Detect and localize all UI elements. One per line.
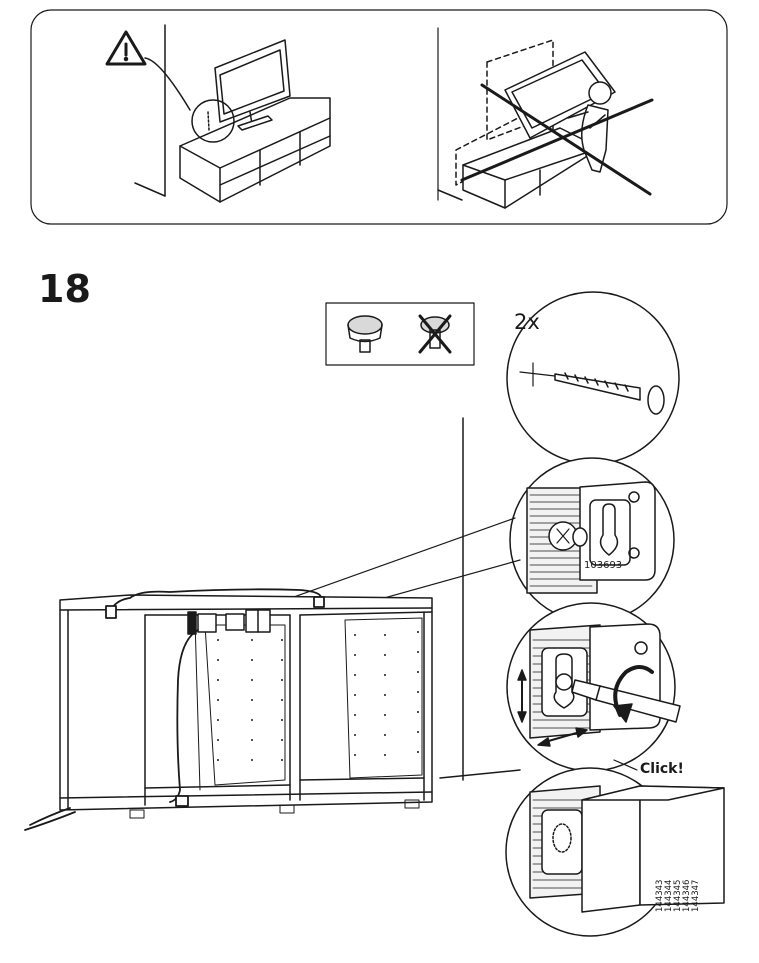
wall-plug-icon — [348, 316, 382, 352]
wall-plug-prohibited-icon — [420, 316, 450, 352]
click-label: Click! — [640, 761, 684, 777]
cabinet-brackets — [188, 610, 270, 634]
warning-panel — [31, 10, 727, 224]
step-number: 18 — [38, 267, 91, 311]
cabinet-frame — [60, 595, 432, 818]
document-codes: 144343 144344 144345 144346 144347 — [655, 832, 716, 912]
mounting-detail — [507, 603, 680, 771]
double-arrow-icon — [518, 670, 587, 746]
screw-icon — [520, 363, 664, 414]
article-number: 103693 — [584, 560, 623, 571]
click-indicator — [614, 760, 637, 770]
room-wall — [440, 418, 520, 780]
prohibited-climbing-scene — [438, 40, 652, 208]
bracket-detail — [510, 458, 674, 622]
cabinet-shelf-holes — [217, 631, 419, 761]
power-cable — [25, 589, 324, 830]
correct-tv-scene — [135, 25, 330, 202]
panel-attached-detail — [506, 768, 724, 936]
screw-quantity: 2x — [514, 310, 540, 334]
warning-icon — [107, 32, 145, 64]
fastener-choice-box — [326, 303, 474, 365]
document-code: 144347 — [691, 879, 701, 912]
rotate-arrow-icon — [614, 667, 652, 722]
